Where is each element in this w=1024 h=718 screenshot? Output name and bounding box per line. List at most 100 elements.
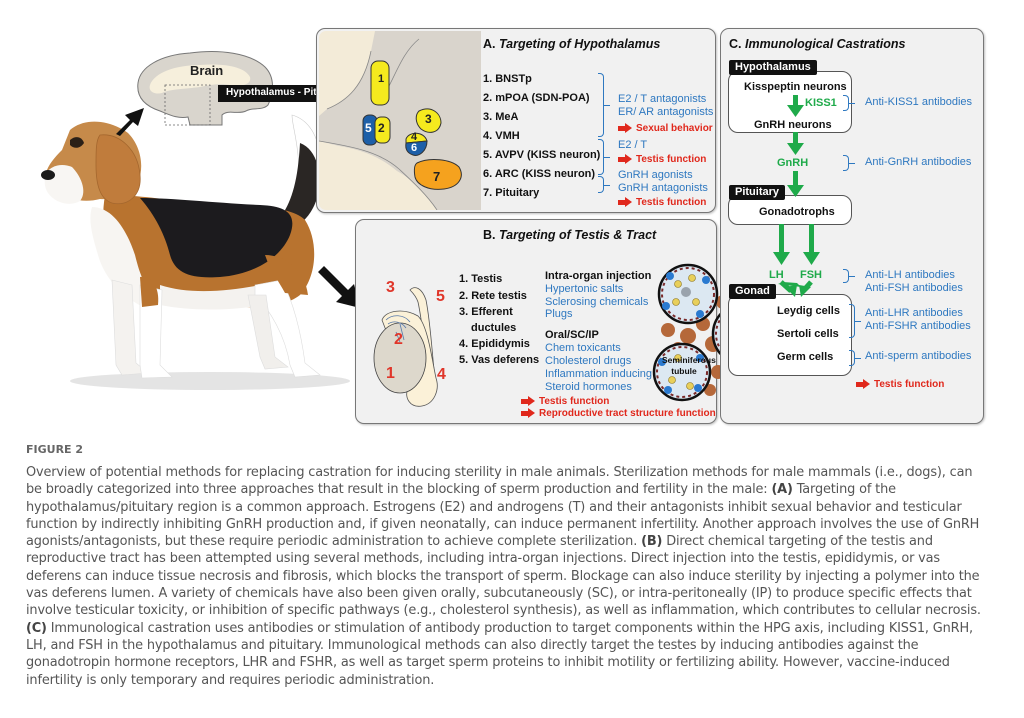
oral-heading: Oral/SC/IP	[545, 329, 599, 341]
caption-text: gonadotropin hormone receptors, LHR and …	[26, 655, 950, 671]
panel-b-title-text: Targeting of Testis & Tract	[498, 228, 657, 242]
brain-label: Brain	[190, 63, 224, 78]
red-arrow-icon	[521, 396, 535, 406]
tubule-label-line2: tubule	[671, 366, 697, 376]
caption-section-marker: (B)	[641, 534, 663, 550]
region-item: 3. MeA	[483, 111, 519, 123]
pituitary-box	[728, 195, 852, 225]
caption-text: be broadly categorized into three approa…	[26, 482, 772, 498]
effect-text: Testis function	[636, 154, 707, 165]
tubule-label: Seminiferous tubule	[662, 355, 716, 377]
region-item: 2. mPOA (SDN-POA)	[483, 92, 590, 104]
sertoli-cells: Sertoli cells	[777, 328, 839, 340]
treatment-text: E2 / T antagonists	[618, 93, 707, 105]
panel-b-title-prefix: B.	[483, 228, 499, 242]
panel-a-title-prefix: A.	[483, 37, 499, 51]
figure-label: FIGURE 2	[26, 443, 84, 456]
caption-section-marker: (C)	[26, 620, 47, 636]
antibody-gnrh: Anti-GnRH antibodies	[865, 156, 972, 168]
bracket-group3	[598, 176, 610, 193]
effect-testis-function: Testis function	[521, 396, 609, 407]
antibody-sperm: Anti-sperm antibodies	[865, 350, 972, 362]
panel-a-title: A. Targeting of Hypothalamus	[483, 37, 660, 51]
structure-item: 1. Testis	[459, 273, 503, 285]
caption-line: be broadly categorized into three approa…	[26, 481, 1016, 498]
panel-a-hypothalamus: 1 5 2 3 4 6 7 A. Targeting of Hypothalam…	[316, 28, 716, 213]
pituitary-tag: Pituitary	[729, 185, 786, 200]
caption-text: function by indirectly inhibiting GnRH p…	[26, 516, 980, 532]
effect-text: Reproductive tract structure function	[539, 408, 716, 419]
panel-b-title: B. Targeting of Testis & Tract	[483, 228, 656, 242]
region-number-1: 1	[378, 73, 385, 85]
caption-line: function by indirectly inhibiting GnRH p…	[26, 516, 1016, 533]
hypothalamus-pituitary-label: Hypothalamus - Pituitary	[226, 87, 344, 98]
gnrh-neurons: GnRH neurons	[754, 119, 832, 131]
testis-diagram	[373, 287, 438, 407]
gonad-box	[728, 294, 852, 376]
intra-organ-item: Sclerosing chemicals	[545, 296, 649, 308]
effect-testis-function: Testis function	[618, 154, 706, 165]
caption-line: reproductive tract has been attempted us…	[26, 550, 1016, 567]
bracket-lh-fsh	[843, 269, 855, 283]
panel-c-title-text: Immunological Castrations	[744, 37, 906, 51]
structure-item: 2. Rete testis	[459, 290, 527, 302]
bracket-sperm	[849, 350, 861, 366]
structure-item: 3. Efferent	[459, 306, 513, 318]
arrow-to-brain-icon	[116, 108, 144, 136]
hypothalamus-diagram	[319, 31, 481, 210]
intra-organ-item: Hypertonic salts	[545, 283, 624, 295]
caption-text: Immunological castration uses antibodies…	[46, 620, 973, 636]
region-number-7: 7	[433, 169, 441, 184]
structure-item: 5. Vas deferens	[459, 354, 540, 366]
panel-b-testis-tract: B. Targeting of Testis & Tract 3 5 2 1 4…	[355, 219, 717, 424]
antibody-fshr: Anti-FSHR antibodies	[865, 320, 971, 332]
oral-item: Steroid hormones	[545, 381, 632, 393]
caption-line: gonadotropin hormone receptors, LHR and …	[26, 654, 1016, 671]
region-item: 7. Pituitary	[483, 187, 540, 199]
panel-c-title: C. Immunological Castrations	[729, 37, 905, 51]
antibody-lhr: Anti-LHR antibodies	[865, 307, 963, 319]
region-item: 4. VMH	[483, 130, 520, 142]
caption-text: involve testicular toxicity, or inhibiti…	[26, 603, 981, 619]
antibody-fsh: Anti-FSH antibodies	[865, 282, 963, 294]
treatment-text: GnRH agonists	[618, 169, 693, 181]
hypothalamus-box	[728, 71, 852, 133]
caption-line: LH, and FSH in the hypothalamus and pitu…	[26, 637, 1016, 654]
red-arrow-icon	[521, 408, 535, 418]
caption-text: agonists/antagonists, but these require …	[26, 534, 642, 550]
panel-a-title-text: Targeting of Hypothalamus	[498, 37, 661, 51]
gonadotrophs: Gonadotrophs	[759, 206, 835, 218]
bracket-group2	[598, 139, 610, 175]
panel-c-immunological: C. Immunological Castrations Hypothalamu…	[720, 28, 984, 424]
caption-text: Direct chemical targeting of the testis …	[662, 534, 933, 550]
region-number-2: 2	[378, 121, 385, 135]
region-number-5: 5	[365, 121, 372, 135]
region-item: 1. BNSTp	[483, 73, 532, 85]
hormone-pathway-arrows	[773, 95, 820, 297]
effect-text: Testis function	[539, 396, 610, 407]
antibody-kiss1: Anti-KISS1 antibodies	[865, 96, 973, 108]
caption-line: (C) Immunological castration uses antibo…	[26, 620, 1016, 637]
caption-line: vas deferens lumen. A variety of chemica…	[26, 585, 1016, 602]
caption-line: Overview of potential methods for replac…	[26, 464, 1016, 481]
kisspeptin-neurons: Kisspeptin neurons	[744, 81, 847, 93]
leydig-cells: Leydig cells	[777, 305, 840, 317]
arrow-kisspeptin-to-gnrh	[793, 95, 798, 107]
region-number-6: 6	[411, 142, 418, 154]
panel-c-title-prefix: C.	[729, 37, 745, 51]
effect-testis-function: Testis function	[856, 379, 944, 390]
caption-text: LH, and FSH in the hypothalamus and pitu…	[26, 637, 919, 653]
red-arrow-icon	[618, 123, 632, 133]
effect-testis-function: Testis function	[618, 197, 706, 208]
effect-text: Sexual behavior	[636, 123, 713, 134]
hypothalamus-pituitary-arrow: Hypothalamus - Pituitary	[218, 79, 348, 107]
tubule-label-line1: Seminiferous	[662, 355, 716, 365]
gonad-tag: Gonad	[729, 284, 776, 299]
testis-number-2: 2	[394, 331, 403, 348]
red-arrow-icon	[618, 154, 632, 164]
structure-item: ductules	[471, 322, 517, 334]
antibody-lh: Anti-LH antibodies	[865, 269, 955, 281]
treatment-text: GnRH antagonists	[618, 182, 708, 194]
testis-number-3: 3	[386, 279, 395, 296]
beagle-illustration	[41, 114, 350, 390]
